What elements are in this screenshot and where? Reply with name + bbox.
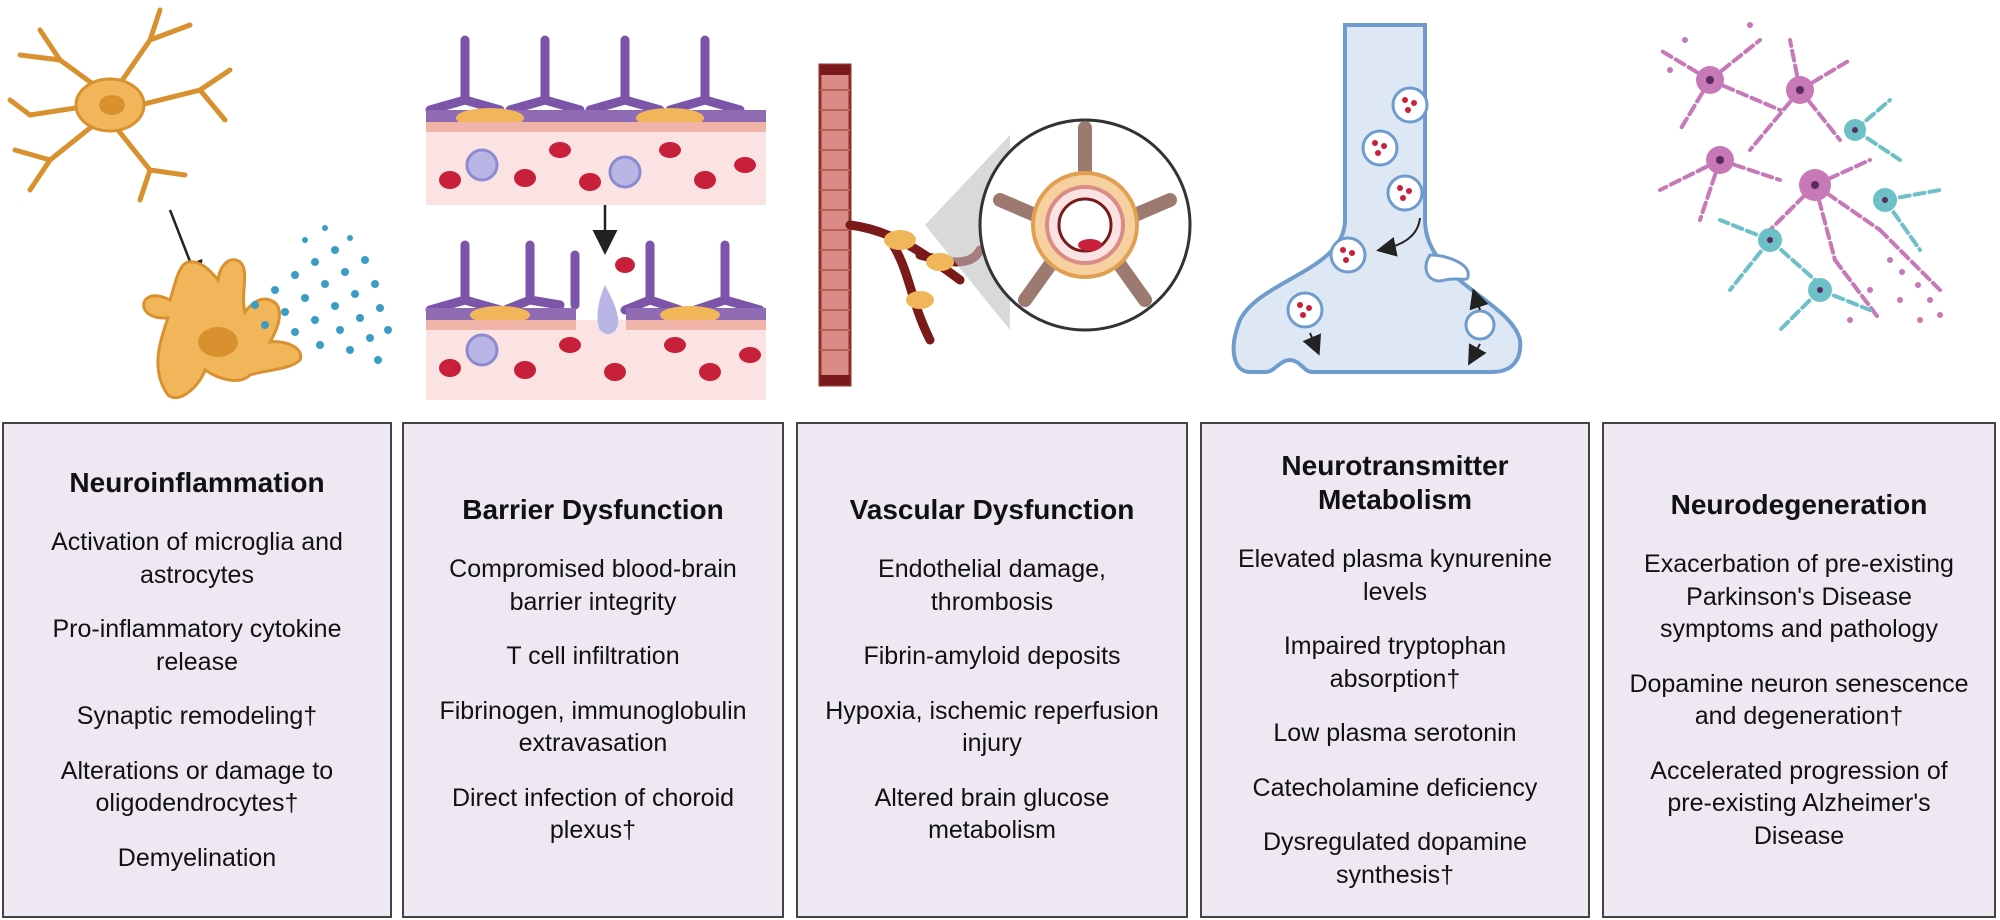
list-item: Demyelination: [117, 843, 277, 872]
panel-item-list: Compromised blood-brain barrier integrit…: [426, 553, 760, 847]
leaky-barrier-icon: [425, 240, 766, 400]
list-item: Fibrin-amyloid deposits: [863, 642, 1121, 671]
list-item: T cell infiltration: [506, 642, 680, 671]
panel-item-list: Activation of microglia and astrocytes P…: [26, 526, 368, 874]
list-item: Exacerbation of pre-existing Parkinson's…: [1644, 550, 1954, 644]
panel-barrier-dysfunction: Barrier Dysfunction Compromised blood-br…: [402, 422, 784, 918]
cross-section-zoom-icon: [978, 118, 1192, 332]
list-item: Direct infection of choroid plexus†: [451, 783, 735, 845]
list-item: Catecholamine deficiency: [1252, 773, 1538, 802]
panel-title: Neurotransmitter Metabolism: [1281, 449, 1509, 515]
panel-title: Neuroinflammation: [69, 466, 325, 498]
panel-item-list: Exacerbation of pre-existing Parkinson's…: [1626, 548, 1972, 852]
list-item: Fibrinogen, immunoglobulin extravasation: [439, 696, 747, 758]
panel-neurodegeneration: Neurodegeneration Exacerbation of pre-ex…: [1602, 422, 1996, 918]
panel-title: Neurodegeneration: [1670, 488, 1928, 520]
resting-glia-icon: [7, 7, 233, 203]
list-item: Dopamine neuron senescence and degenerat…: [1629, 669, 1969, 731]
microglia-activation-icon: [7, 7, 392, 399]
cytokine-dots-icon: [251, 225, 392, 364]
list-item: Dysregulated dopamine synthesis†: [1262, 828, 1528, 889]
panel-neuroinflammation: Neuroinflammation Activation of microgli…: [2, 422, 392, 918]
intact-barrier-icon: [425, 35, 766, 205]
vesicle-icon: [1286, 86, 1496, 341]
panel-item-list: Endothelial damage, thrombosis Fibrin-am…: [820, 553, 1164, 847]
panel-neurotransmitter-metabolism: Neurotransmitter Metabolism Elevated pla…: [1200, 422, 1590, 918]
blood-vessel-icon: [818, 63, 1192, 387]
list-item: Pro-inflammatory cytokine release: [52, 615, 342, 676]
panel-item-list: Elevated plasma kynurenine levels Impair…: [1224, 543, 1566, 891]
list-item: Synaptic remodeling†: [76, 702, 318, 731]
list-item: Low plasma serotonin: [1273, 719, 1517, 748]
panel-title: Barrier Dysfunction: [462, 494, 724, 526]
panel-vascular-dysfunction: Vascular Dysfunction Endothelial damage,…: [796, 422, 1188, 918]
list-item: Accelerated progression of pre-existing …: [1650, 756, 1948, 850]
activated-glia-icon: [142, 258, 303, 399]
synapse-terminal-icon: [1231, 23, 1523, 374]
list-item: Compromised blood-brain barrier integrit…: [449, 555, 737, 616]
list-item: Activation of microglia and astrocytes: [51, 528, 343, 589]
list-item: Endothelial damage, thrombosis: [878, 555, 1106, 616]
blood-brain-barrier-icon: [425, 35, 766, 400]
list-item: Elevated plasma kynurenine levels: [1237, 545, 1553, 606]
list-item: Altered brain glucose metabolism: [874, 783, 1110, 845]
panel-title: Vascular Dysfunction: [849, 494, 1135, 526]
list-item: Hypoxia, ischemic reperfusion injury: [825, 696, 1159, 758]
list-item: Impaired tryptophan absorption†: [1283, 632, 1507, 693]
degenerating-neurons-icon: [1658, 22, 1943, 332]
list-item: Alterations or damage to oligodendrocyte…: [60, 756, 334, 818]
